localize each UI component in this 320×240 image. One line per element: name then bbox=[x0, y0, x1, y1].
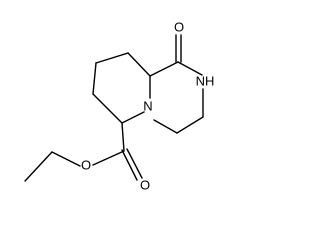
ester-carbonyl-oxygen-label: O bbox=[140, 177, 150, 192]
bond-cester-o-a bbox=[121, 149, 138, 181]
bond-c3-c4 bbox=[176, 116, 204, 134]
bond-cester-o-b bbox=[126, 148, 143, 179]
bond-c7-c6 bbox=[92, 62, 97, 95]
bond-c8a-c8 bbox=[127, 52, 151, 77]
bond-c6-c5 bbox=[92, 93, 123, 124]
bond-c8-c7 bbox=[95, 52, 129, 64]
carbonyl-oxygen-label: O bbox=[174, 19, 184, 34]
bond-c8a-c1 bbox=[149, 61, 179, 77]
chemical-structure-diagram: O NH N O O bbox=[24, 19, 215, 193]
ester-ether-oxygen-label: O bbox=[81, 157, 91, 172]
ring-nitrogen-label: N bbox=[143, 98, 152, 113]
bond-ch2-ch3 bbox=[24, 151, 53, 182]
bond-oether-ch2 bbox=[51, 151, 81, 167]
molecule-svg: O NH N O O bbox=[24, 19, 215, 192]
bond-c1-n2 bbox=[177, 61, 203, 76]
amide-nh-label: NH bbox=[196, 73, 215, 88]
bond-cester-oether bbox=[92, 150, 125, 166]
bond-c5-cester bbox=[121, 122, 125, 152]
bond-c5-n5 bbox=[121, 111, 145, 124]
bond-c4-n5 bbox=[153, 119, 178, 134]
